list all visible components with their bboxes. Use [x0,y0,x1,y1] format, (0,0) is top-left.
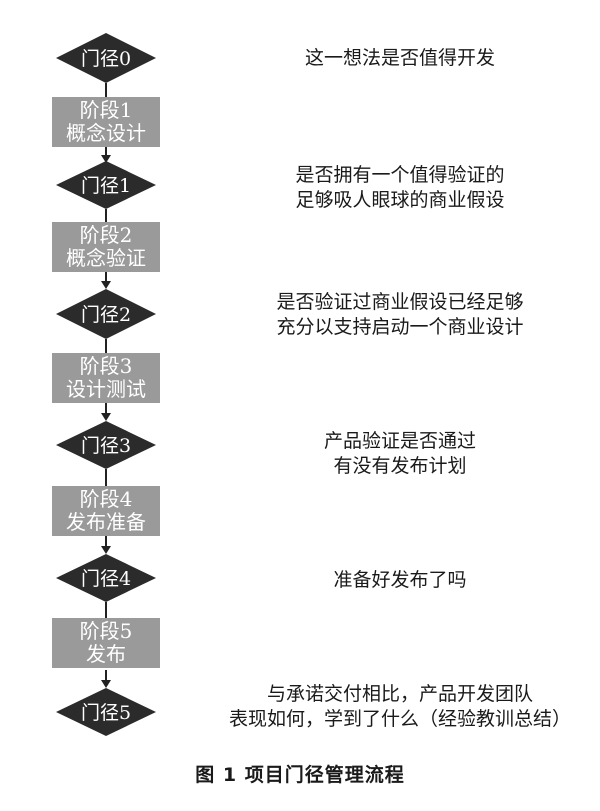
stage-4-name: 发布准备 [66,510,146,534]
gate-0-question-line: 这一想法是否值得开发 [304,47,495,69]
gate-4-question-line: 准备好发布了吗 [333,569,467,591]
gate-1-question-line: 是否拥有一个值得验证的 [295,164,505,186]
gate-5-question: 与承诺交付相比，产品开发团队 表现如何，学到了什么（经验教训总结） [210,682,590,732]
gate-diamond-2 [56,289,156,339]
gate-diamond-3 [56,421,156,469]
gate-diamond-5 [56,688,156,736]
gate-3-question: 产品验证是否通过 有没有发布计划 [210,429,590,479]
stage-3-name: 设计测试 [66,377,146,401]
gate-diamond-4 [56,554,156,602]
arrowhead [101,281,111,289]
stage-box-1: 阶段1 概念设计 [52,97,160,147]
gate-5-question-line: 与承诺交付相比，产品开发团队 [266,683,533,705]
stage-2-name: 概念验证 [66,246,146,270]
arrowhead [101,155,111,163]
arrowhead [101,680,111,688]
stage-box-2: 阶段2 概念验证 [52,222,160,272]
gate-3-question-line: 有没有发布计划 [333,455,467,477]
stage-1-name: 概念设计 [66,121,146,145]
gate-label-3: 门径3 [81,435,131,457]
gate-1-question-line: 足够吸人眼球的商业假设 [295,189,505,211]
stage-box-5: 阶段5 发布 [52,618,160,668]
gate-2-question-line: 充分以支持启动一个商业设计 [276,316,524,338]
gate-3-question-line: 产品验证是否通过 [323,430,476,452]
gate-label-2: 门径2 [81,304,131,326]
gate-diamond-1 [56,161,156,209]
stage-4-number: 阶段4 [79,487,133,511]
gate-0-question: 这一想法是否值得开发 [210,46,590,71]
stage-box-4: 阶段4 发布准备 [52,486,160,536]
gate-2-question-line: 是否验证过商业假设已经足够 [276,291,524,313]
stage-2-number: 阶段2 [79,223,133,247]
gate-2-question: 是否验证过商业假设已经足够 充分以支持启动一个商业设计 [210,290,590,340]
gate-label-0: 门径0 [81,48,131,70]
figure-caption: 图 1 项目门径管理流程 [195,764,405,786]
gate-label-5: 门径5 [81,702,131,724]
gate-5-question-line: 表现如何，学到了什么（经验教训总结） [228,708,571,730]
arrowhead [101,413,111,421]
stage-box-3: 阶段3 设计测试 [52,353,160,403]
gate-1-question: 是否拥有一个值得验证的 足够吸人眼球的商业假设 [210,163,590,213]
stage-1-number: 阶段1 [79,98,133,122]
gate-diamond-0 [56,33,156,83]
gate-label-4: 门径4 [81,568,131,590]
stage-5-name: 发布 [86,642,126,666]
gate-label-1: 门径1 [81,175,131,197]
stage-5-number: 阶段5 [79,619,133,643]
stage-3-number: 阶段3 [79,354,133,378]
gate-4-question: 准备好发布了吗 [210,568,590,593]
arrowhead [101,546,111,554]
